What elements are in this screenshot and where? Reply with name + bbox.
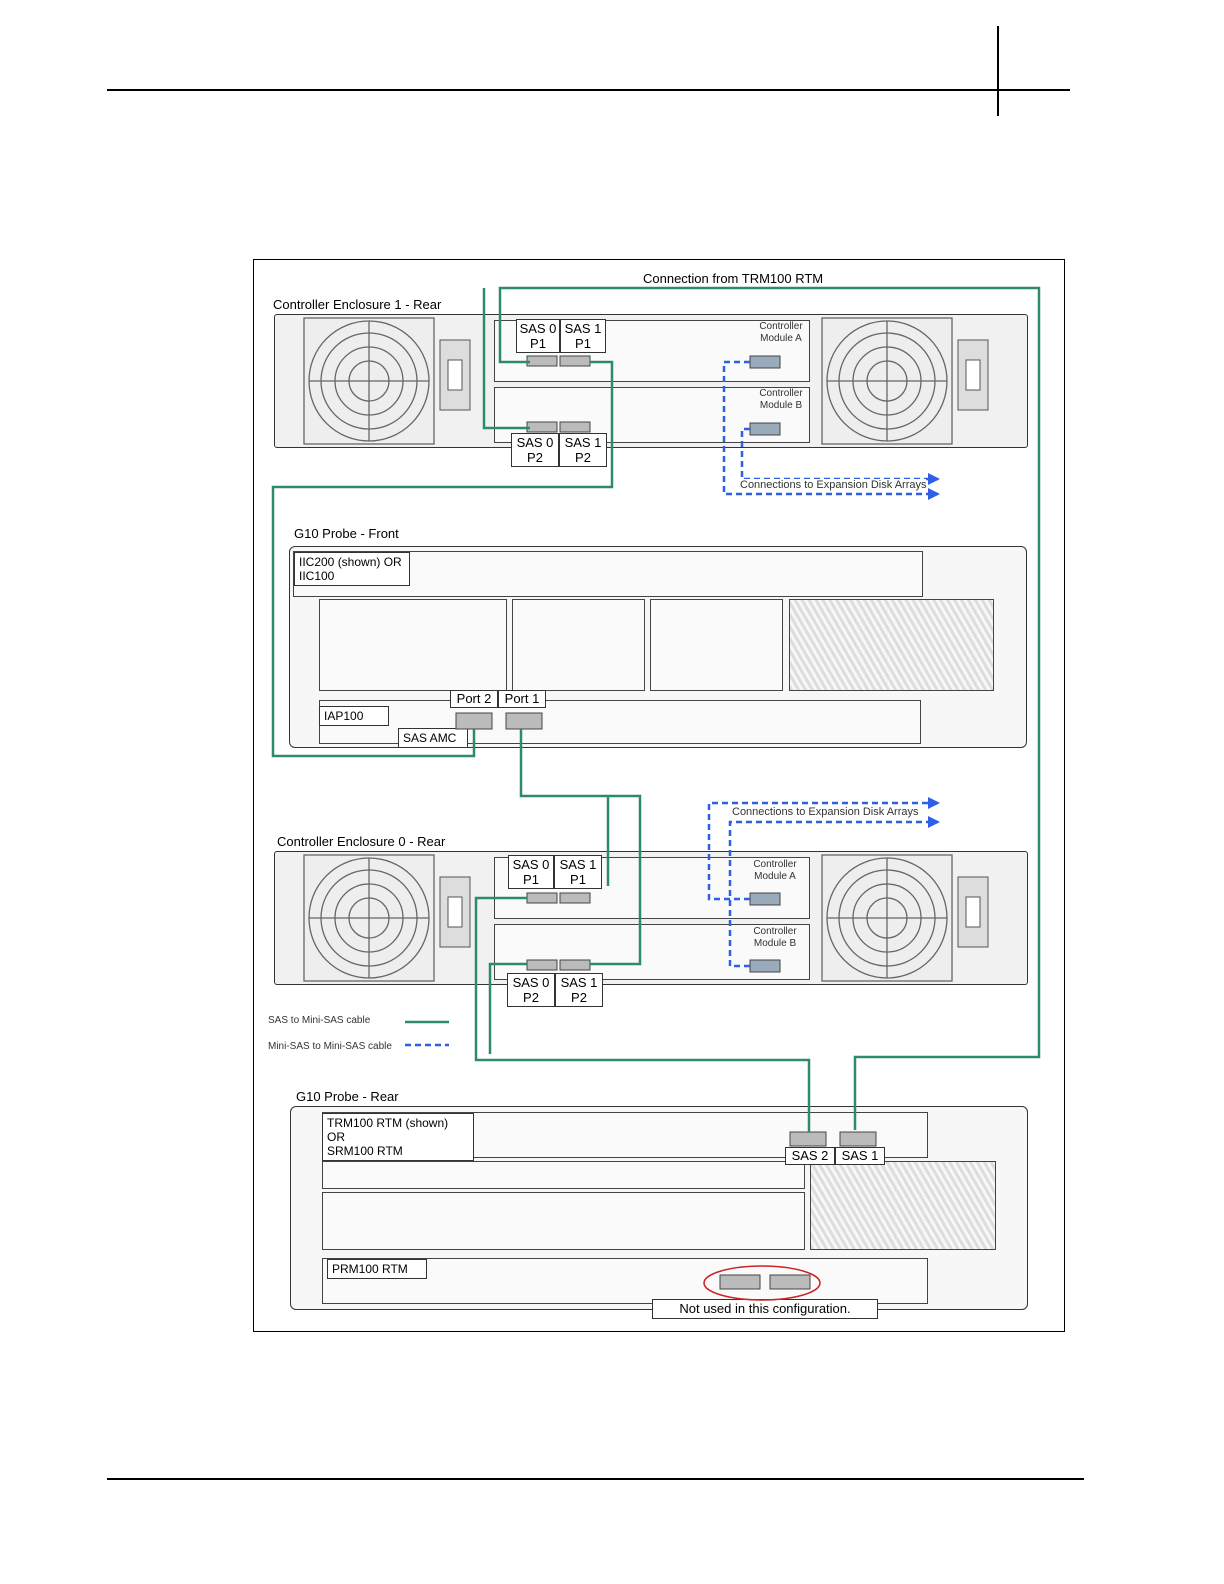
g10-front-title: G10 Probe - Front	[294, 526, 399, 541]
g10-front-port1: Port 1	[498, 690, 546, 708]
port-connectors	[455, 355, 877, 1290]
enclosure0-sas0-p1: SAS 0 P1	[508, 855, 554, 889]
enclosure1-title: Controller Enclosure 1 - Rear	[273, 297, 442, 312]
g10-front-sas-amc-label: SAS AMC	[398, 728, 468, 748]
enclosure0-sas0-p2: SAS 0 P2	[507, 973, 555, 1007]
enclosure1-sas0-p1: SAS 0 P1	[516, 319, 560, 353]
diagram-frame	[253, 259, 1065, 1332]
g10-front-iic-label: IIC200 (shown) OR IIC100	[294, 552, 410, 586]
enclosure0-sas1-p1: SAS 1 P1	[554, 855, 602, 889]
enclosure0-module-b-label: Controller Module B	[753, 926, 797, 949]
g10-rear-slot-2	[322, 1161, 805, 1189]
enclosure0-fan-left	[303, 854, 435, 982]
g10-rear-slot-3	[322, 1192, 805, 1250]
g10-rear-trm-label: TRM100 RTM (shown) OR SRM100 RTM	[322, 1113, 474, 1161]
g10-rear-sas1: SAS 1	[835, 1147, 885, 1165]
enclosure0-sas1-p2: SAS 1 P2	[555, 973, 603, 1007]
g10-rear-title: G10 Probe - Rear	[296, 1089, 399, 1104]
enclosure1-fan-right	[821, 317, 953, 445]
top-connection-caption: Connection from TRM100 RTM	[641, 271, 826, 286]
g10-rear-sas2: SAS 2	[785, 1147, 835, 1165]
enclosure1-psu-right	[957, 339, 989, 411]
expansion-label-bottom: Connections to Expansion Disk Arrays	[732, 806, 919, 818]
g10-front-iap-label: IAP100	[319, 706, 389, 726]
g10-front-fan-grille	[789, 599, 994, 691]
header-rule	[107, 89, 1070, 91]
g10-front-drive-bay-3	[650, 599, 783, 691]
enclosure1-sas0-p2: SAS 0 P2	[511, 433, 559, 467]
enclosure0-psu-left	[439, 876, 471, 948]
g10-rear-fan-grille	[810, 1161, 996, 1250]
footer-rule	[107, 1478, 1084, 1480]
enclosure1-module-b-label: Controller Module B	[759, 388, 803, 411]
enclosure0-title: Controller Enclosure 0 - Rear	[277, 834, 446, 849]
enclosure0-fan-right	[821, 854, 953, 982]
enclosure1-module-a-label: Controller Module A	[759, 321, 803, 344]
enclosure1-fan-left	[303, 317, 435, 445]
not-used-ring	[703, 1265, 821, 1301]
enclosure1-sas1-p2: SAS 1 P2	[559, 433, 607, 467]
legend-sas-cable-label: SAS to Mini-SAS cable	[268, 1015, 371, 1026]
g10-front-port2: Port 2	[450, 690, 498, 708]
g10-front-drive-bay-1	[319, 599, 507, 691]
g10-front-drive-bay-2	[512, 599, 645, 691]
enclosure1-sas1-p1: SAS 1 P1	[560, 319, 606, 353]
sas-cables	[271, 286, 1041, 1132]
header-tab-line	[997, 26, 999, 116]
expansion-label-top: Connections to Expansion Disk Arrays	[740, 479, 927, 491]
enclosure0-module-a-label: Controller Module A	[753, 859, 797, 882]
g10-rear-prm-label: PRM100 RTM	[327, 1259, 427, 1279]
legend-minisas-cable-label: Mini-SAS to Mini-SAS cable	[268, 1041, 392, 1052]
enclosure0-psu-right	[957, 876, 989, 948]
enclosure1-psu-left	[439, 339, 471, 411]
